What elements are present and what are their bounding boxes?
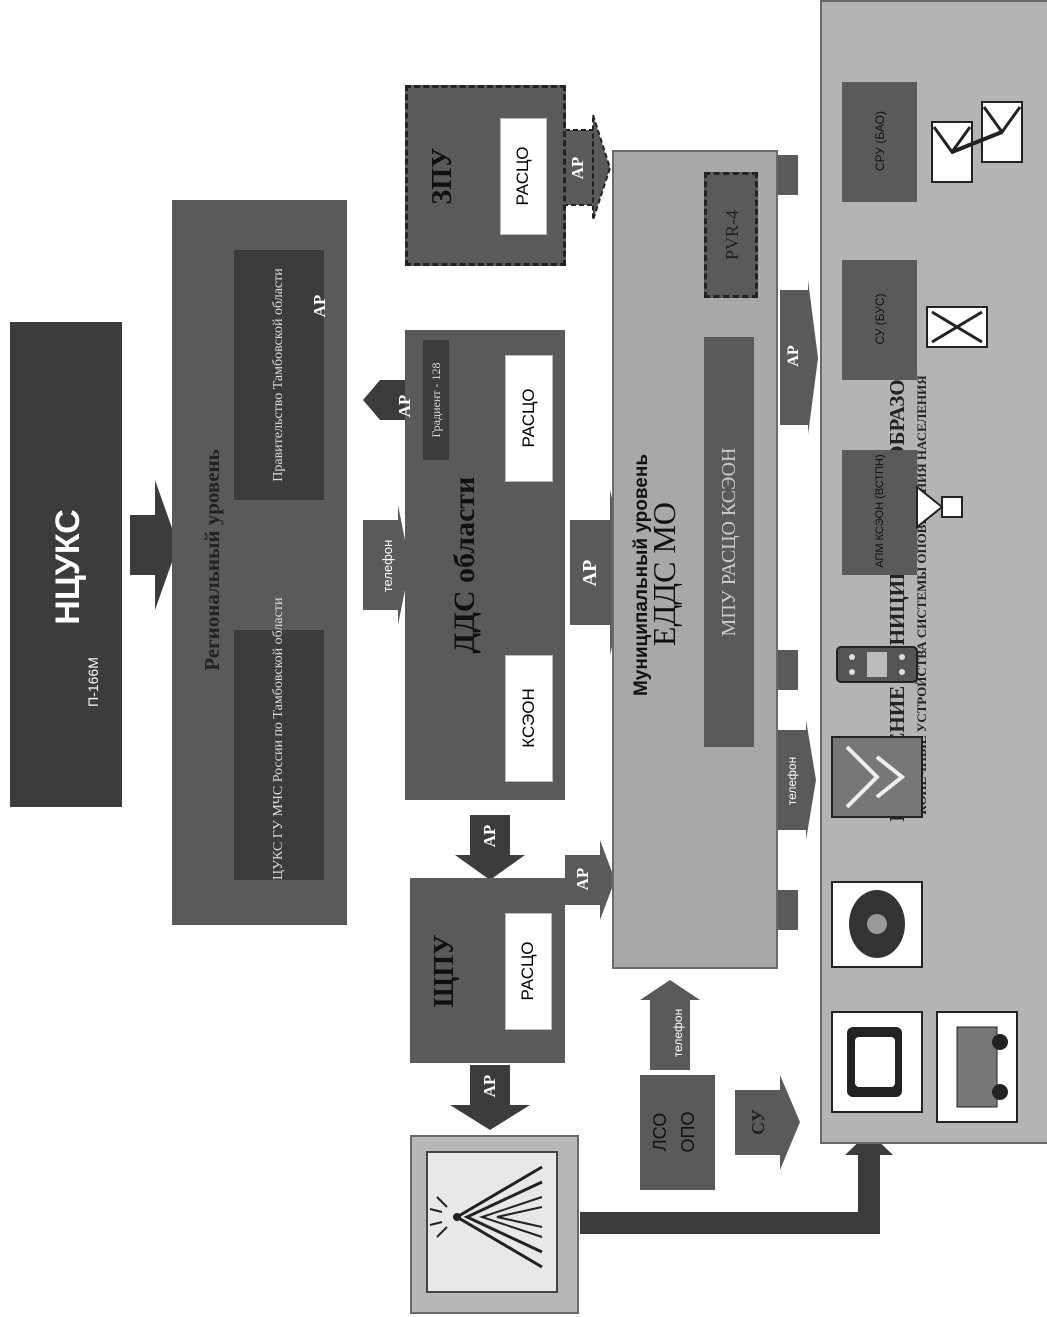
- church-icon: [831, 736, 923, 818]
- gradient-label: Градиент - 128: [429, 362, 443, 438]
- radio-tower-icon: [426, 1151, 558, 1293]
- edds-title: ЕДДС МО: [646, 501, 682, 647]
- population-box: НАСЕЛЕНИЕ МУНИЦИПАЛЬНЫХ ОБРАЗОВАНИЙ КОНЕ…: [820, 0, 1047, 1144]
- regional-level-box: Региональный уровень ЦУКС ГУ МЧС России …: [172, 200, 347, 925]
- mpu-label: МПУ РАСЦО КСЭОН: [718, 447, 740, 637]
- dds-kseon-box: КСЭОН: [505, 655, 553, 782]
- arrow-su-lso-population: [735, 1075, 800, 1170]
- arrow-label-telefon-municipal-population: телефон: [785, 756, 799, 806]
- arrow-ar-dds-shpu: [455, 815, 525, 880]
- arrow-ar-municipal-population: [780, 280, 818, 435]
- government-box: Правительство Тамбовской области: [234, 250, 324, 500]
- arrow-label-ar-dds-municipal: АР: [579, 559, 601, 587]
- dds-box: ДДС области Градиент - 128 КСЭОН РАСЦО: [405, 330, 565, 800]
- mobile-phone-icon: [836, 646, 918, 683]
- radio-tower-box: [410, 1135, 579, 1314]
- arrow-telefon-dds: [363, 505, 410, 625]
- shpu-title: ЩПУ: [429, 934, 460, 1008]
- cuks-box: ЦУКС ГУ МЧС России по Тамбовской области: [234, 597, 324, 880]
- zpu-title: ЗПУ: [427, 147, 458, 205]
- arrow-side-municipal-population-1: [778, 155, 798, 195]
- government-text: Правительство Тамбовской области: [271, 268, 286, 482]
- mpu-box: МПУ РАСЦО КСЭОН: [704, 337, 754, 747]
- cuks-text: ЦУКС ГУ МЧС России по Тамбовской области: [271, 597, 286, 880]
- arrow-label-ar-zpu-municipal: АР: [568, 156, 587, 180]
- pvr-label: PVR-4: [722, 210, 742, 261]
- arrow-label-telefon-dds: телефон: [380, 539, 395, 593]
- dds-rasco-label: РАСЦО: [519, 388, 538, 448]
- arrow-label-ar-shpu-tower: АР: [480, 1074, 499, 1098]
- car-icon: [936, 1011, 1018, 1123]
- dds-rasco-box: РАСЦО: [505, 355, 553, 482]
- siren-icon-sru: [931, 101, 1023, 183]
- apm-box: АПМ КСЭОН (ВСТПН): [842, 450, 917, 575]
- arrow-label-ar-municipal-population: АР: [785, 345, 802, 367]
- su-box: СУ (БУС): [842, 260, 917, 380]
- zpu-rasco-label: РАСЦО: [513, 146, 532, 206]
- lso-label: ЛСО: [650, 1112, 670, 1152]
- arrow-label-ar-dds-shpu: АР: [480, 824, 499, 848]
- zpu-rasco-box: РАСЦО: [500, 118, 547, 235]
- gradient-box: Градиент - 128: [423, 340, 449, 460]
- dds-title: ДДС области: [448, 476, 481, 654]
- lso-opo-box: ЛСО ОПО: [640, 1075, 715, 1190]
- zpu-box: ЗПУ РАСЦО: [405, 85, 566, 266]
- regional-level-title: Региональный уровень: [200, 449, 224, 671]
- pvr-box: PVR-4: [704, 172, 758, 298]
- dds-kseon-label: КСЭОН: [519, 688, 538, 748]
- ncuks-subtitle: П-166М: [85, 657, 101, 707]
- loudspeaker-icon: [916, 484, 963, 530]
- arrow-telefon-lso-municipal: [640, 980, 700, 1070]
- shpu-rasco-label: РАСЦО: [518, 941, 537, 1001]
- tv-icon: [831, 1011, 923, 1113]
- ncuks-box: НЦУКС П-166М: [10, 322, 122, 807]
- opo-label: ОПО: [678, 1111, 698, 1153]
- connector-tower-population: [580, 1132, 893, 1234]
- arrow-label-ar-zpu: АР: [310, 294, 329, 318]
- arrow-ar-shpu-municipal: [565, 840, 615, 920]
- telephone-icon: [831, 881, 923, 968]
- arrow-label-telefon-lso: телефон: [671, 1008, 685, 1058]
- arrow-ar-shpu-tower: [450, 1065, 530, 1130]
- arrow-label-ar-dds-regional: АР: [395, 394, 414, 418]
- municipal-level-box: Муниципальный уровень ЕДДС МО МПУ РАСЦО …: [612, 150, 778, 969]
- siren-icon-su: [926, 306, 988, 348]
- shpu-rasco-box: РАСЦО: [505, 913, 552, 1030]
- arrow-ncuks-regional: [130, 480, 178, 610]
- shpu-box: ЩПУ РАСЦО: [410, 878, 565, 1063]
- population-icons: [831, 101, 1023, 1123]
- arrow-side-municipal-population-2: [778, 650, 798, 930]
- arrow-label-su: СУ: [748, 1109, 768, 1135]
- arrow-telefon-municipal-population: [778, 720, 816, 840]
- sru-box: СРУ (БАО): [842, 82, 917, 202]
- arrow-label-ar-shpu-municipal: АР: [573, 867, 592, 891]
